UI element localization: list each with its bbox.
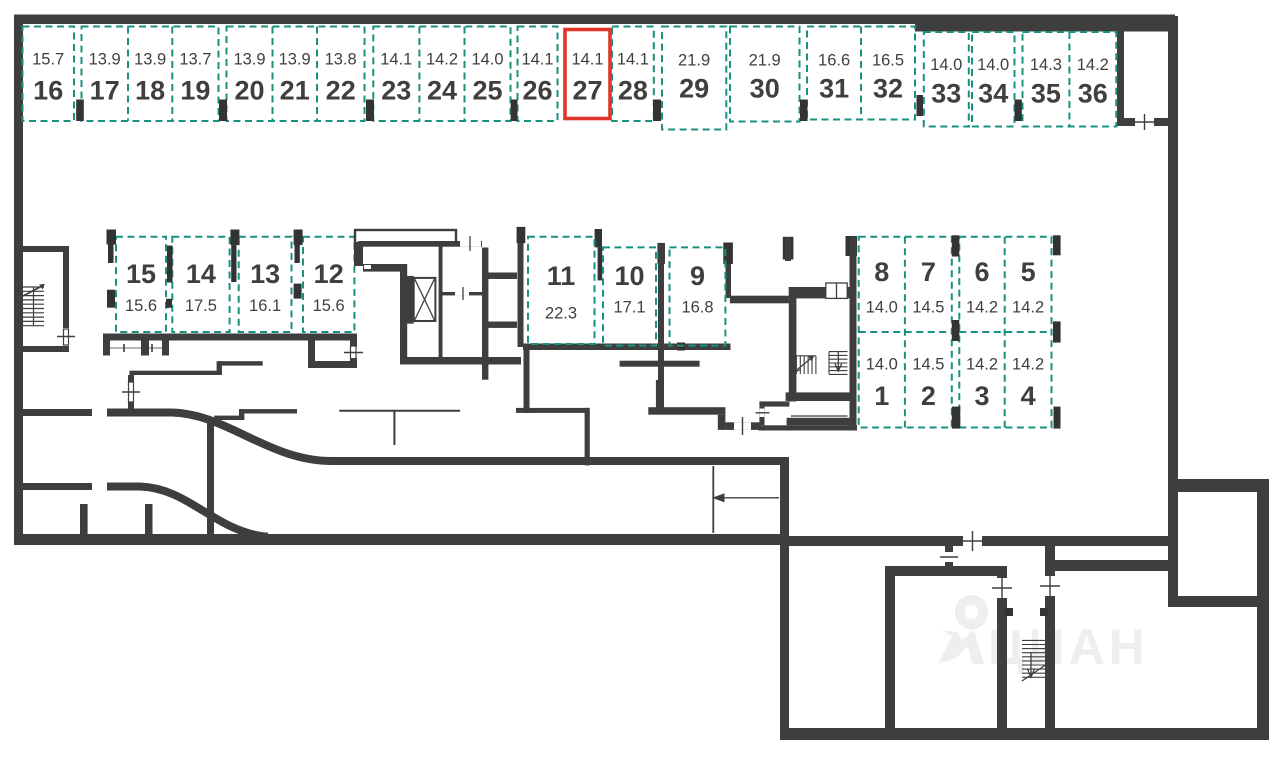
svg-text:16.6: 16.6 bbox=[818, 52, 850, 70]
svg-text:33: 33 bbox=[931, 79, 961, 109]
svg-text:14.2: 14.2 bbox=[966, 356, 998, 374]
svg-text:18: 18 bbox=[135, 75, 165, 105]
svg-text:27: 27 bbox=[572, 75, 602, 105]
svg-text:20: 20 bbox=[234, 75, 264, 105]
svg-text:23: 23 bbox=[381, 75, 411, 105]
svg-text:22.3: 22.3 bbox=[545, 305, 577, 323]
svg-text:21: 21 bbox=[280, 75, 310, 105]
svg-text:14.1: 14.1 bbox=[380, 51, 412, 69]
svg-text:28: 28 bbox=[618, 75, 648, 105]
svg-text:5: 5 bbox=[1021, 257, 1036, 287]
svg-text:32: 32 bbox=[873, 74, 903, 104]
svg-text:13: 13 bbox=[250, 259, 280, 289]
svg-text:14.0: 14.0 bbox=[866, 356, 898, 374]
svg-text:25: 25 bbox=[472, 75, 502, 105]
svg-text:14.2: 14.2 bbox=[1077, 56, 1109, 74]
svg-text:15.7: 15.7 bbox=[32, 51, 64, 69]
svg-text:16.1: 16.1 bbox=[249, 297, 281, 315]
svg-text:14.1: 14.1 bbox=[571, 51, 603, 69]
svg-text:13.9: 13.9 bbox=[279, 51, 311, 69]
svg-text:15: 15 bbox=[126, 259, 156, 289]
svg-text:15.6: 15.6 bbox=[125, 297, 157, 315]
svg-text:13.9: 13.9 bbox=[89, 51, 121, 69]
svg-text:3: 3 bbox=[974, 381, 989, 411]
svg-text:7: 7 bbox=[921, 257, 936, 287]
svg-text:31: 31 bbox=[819, 74, 849, 104]
svg-text:16.5: 16.5 bbox=[872, 52, 904, 70]
svg-text:14.5: 14.5 bbox=[912, 298, 944, 316]
svg-text:30: 30 bbox=[750, 74, 780, 104]
svg-text:13.8: 13.8 bbox=[325, 51, 357, 69]
svg-text:26: 26 bbox=[522, 75, 552, 105]
svg-text:9: 9 bbox=[690, 261, 705, 291]
svg-text:6: 6 bbox=[974, 257, 989, 287]
svg-text:13.7: 13.7 bbox=[179, 51, 211, 69]
svg-text:19: 19 bbox=[180, 75, 210, 105]
svg-text:14.2: 14.2 bbox=[966, 298, 998, 316]
svg-text:2: 2 bbox=[921, 381, 936, 411]
svg-text:24: 24 bbox=[427, 75, 457, 105]
svg-text:14.2: 14.2 bbox=[426, 51, 458, 69]
svg-text:ЦИАН: ЦИАН bbox=[988, 619, 1149, 675]
svg-text:13.9: 13.9 bbox=[233, 51, 265, 69]
svg-text:10: 10 bbox=[614, 261, 644, 291]
svg-text:35: 35 bbox=[1031, 79, 1061, 109]
svg-text:14.2: 14.2 bbox=[1012, 356, 1044, 374]
svg-text:14.5: 14.5 bbox=[912, 356, 944, 374]
svg-text:36: 36 bbox=[1078, 79, 1108, 109]
svg-text:14.1: 14.1 bbox=[521, 51, 553, 69]
svg-text:14.3: 14.3 bbox=[1030, 56, 1062, 74]
svg-text:16.8: 16.8 bbox=[681, 299, 713, 317]
svg-text:14.0: 14.0 bbox=[977, 56, 1009, 74]
svg-text:22: 22 bbox=[326, 75, 356, 105]
svg-text:14: 14 bbox=[186, 259, 216, 289]
svg-text:13.9: 13.9 bbox=[134, 51, 166, 69]
svg-text:17.1: 17.1 bbox=[613, 299, 645, 317]
svg-text:29: 29 bbox=[679, 74, 709, 104]
svg-text:14.0: 14.0 bbox=[471, 51, 503, 69]
svg-text:34: 34 bbox=[978, 79, 1008, 109]
svg-text:14.1: 14.1 bbox=[617, 51, 649, 69]
svg-text:16: 16 bbox=[33, 75, 63, 105]
svg-text:21.9: 21.9 bbox=[678, 52, 710, 70]
svg-text:4: 4 bbox=[1021, 381, 1036, 411]
svg-text:14.0: 14.0 bbox=[930, 56, 962, 74]
svg-text:8: 8 bbox=[874, 257, 889, 287]
svg-text:21.9: 21.9 bbox=[749, 52, 781, 70]
svg-text:11: 11 bbox=[547, 261, 576, 291]
svg-text:17.5: 17.5 bbox=[185, 297, 217, 315]
svg-text:14.2: 14.2 bbox=[1012, 298, 1044, 316]
svg-text:1: 1 bbox=[874, 381, 889, 411]
svg-text:12: 12 bbox=[314, 259, 344, 289]
svg-text:17: 17 bbox=[90, 75, 120, 105]
svg-text:14.0: 14.0 bbox=[866, 298, 898, 316]
svg-text:15.6: 15.6 bbox=[313, 297, 345, 315]
